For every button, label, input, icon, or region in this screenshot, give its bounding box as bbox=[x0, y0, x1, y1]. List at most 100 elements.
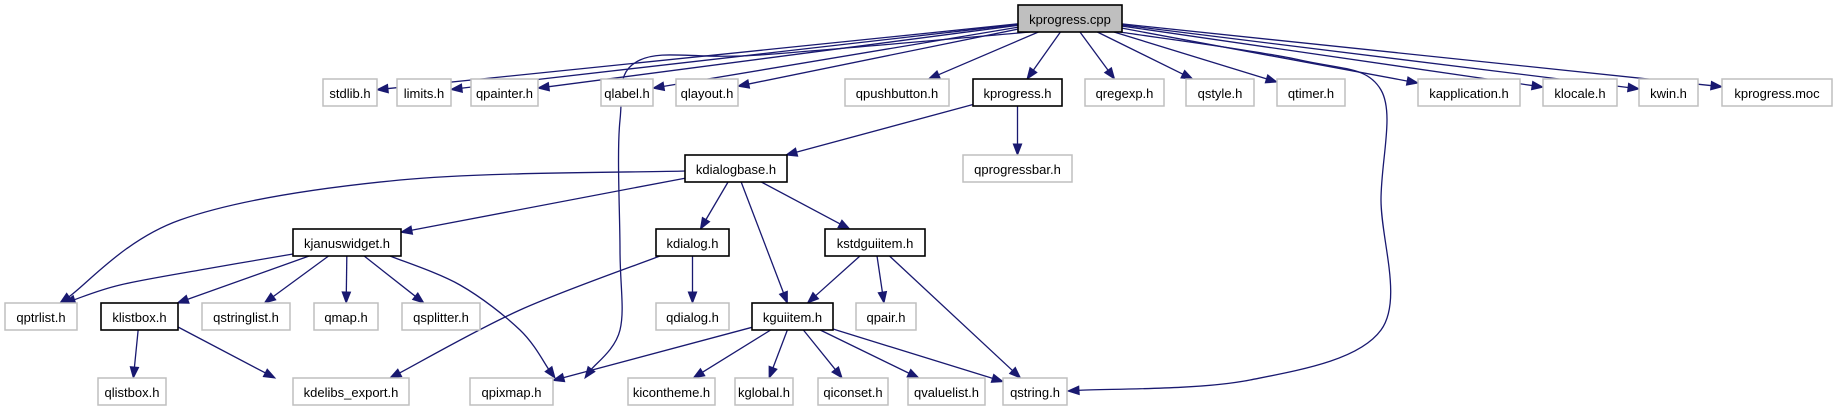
node-box[interactable] bbox=[684, 154, 788, 183]
edge-line bbox=[701, 329, 772, 374]
node-qlayout-h: qlayout.h bbox=[675, 78, 739, 107]
node-box[interactable] bbox=[100, 302, 179, 331]
node-label: kglobal.h bbox=[738, 385, 790, 400]
node-label: kwin.h bbox=[1650, 86, 1687, 101]
node-kdialog-h[interactable]: kdialog.h bbox=[655, 228, 730, 257]
node-label: kprogress.moc bbox=[1734, 86, 1820, 101]
edge-line bbox=[662, 26, 1019, 88]
node-qpair-h: qpair.h bbox=[855, 302, 917, 331]
node-stdlib-h: stdlib.h bbox=[322, 78, 378, 107]
node-box bbox=[855, 302, 917, 331]
node-box[interactable] bbox=[655, 228, 730, 257]
node-box[interactable] bbox=[824, 228, 926, 257]
node-label: qstringlist.h bbox=[213, 310, 279, 325]
node-box bbox=[1084, 78, 1165, 107]
node-box[interactable] bbox=[751, 302, 834, 331]
arrowhead-icon bbox=[262, 368, 277, 379]
node-box bbox=[396, 78, 452, 107]
edge-kjanuswidget-h-to-klistbox-h bbox=[176, 255, 310, 304]
node-qpushbutton-h: qpushbutton.h bbox=[844, 78, 950, 107]
node-box bbox=[401, 302, 481, 331]
arrowhead-icon bbox=[1626, 82, 1641, 93]
node-qstyle-h: qstyle.h bbox=[1185, 78, 1255, 107]
arrowhead-icon bbox=[411, 292, 425, 304]
node-label: qprogressbar.h bbox=[974, 162, 1061, 177]
edge-kjanuswidget-h-to-qstringlist-h bbox=[263, 255, 329, 304]
node-box bbox=[734, 377, 794, 406]
edge-kdialogbase-h-to-kstdguiitem-h bbox=[761, 181, 851, 230]
node-kstdguiitem-h[interactable]: kstdguiitem.h bbox=[824, 228, 926, 257]
node-kapplication-h: kapplication.h bbox=[1417, 78, 1521, 107]
edge-kdialogbase-h-to-kdialog-h bbox=[699, 181, 729, 231]
edge-line bbox=[795, 103, 974, 154]
node-kguiitem-h[interactable]: kguiitem.h bbox=[751, 302, 834, 331]
node-label: qtimer.h bbox=[1288, 86, 1334, 101]
arrowhead-icon bbox=[768, 365, 778, 380]
edge-kprogress-cpp-to-kapplication-h bbox=[1121, 27, 1420, 86]
edge-kprogress-cpp-to-qregexp-h bbox=[1079, 31, 1116, 81]
edge-klistbox-h-to-kdelibs-export-h bbox=[177, 326, 277, 379]
node-klistbox-h[interactable]: klistbox.h bbox=[100, 302, 179, 331]
edge-line bbox=[547, 24, 1019, 88]
node-box bbox=[1417, 78, 1521, 107]
edge-line bbox=[1121, 24, 1630, 89]
edge-kguiitem-h-to-kicontheme-h bbox=[692, 329, 772, 379]
node-box bbox=[675, 78, 739, 107]
node-box bbox=[201, 302, 291, 331]
node-label: limits.h bbox=[404, 86, 444, 101]
arrowhead-icon bbox=[831, 365, 843, 380]
node-box bbox=[322, 78, 378, 107]
edge-klistbox-h-to-qlistbox-h bbox=[129, 329, 140, 380]
node-box bbox=[600, 78, 654, 107]
node-kprogress-cpp[interactable]: kprogress.cpp bbox=[1017, 4, 1123, 33]
arrowhead-icon bbox=[1012, 143, 1023, 157]
node-label: qstyle.h bbox=[1198, 86, 1243, 101]
node-qtimer-h: qtimer.h bbox=[1276, 78, 1346, 107]
arrowhead-icon bbox=[388, 368, 403, 379]
node-label: kstdguiitem.h bbox=[837, 236, 914, 251]
edge-line bbox=[272, 255, 329, 298]
node-qdialog-h: qdialog.h bbox=[655, 302, 730, 331]
node-qpainter-h: qpainter.h bbox=[470, 78, 539, 107]
node-label: kjanuswidget.h bbox=[304, 236, 390, 251]
edge-kprogress-cpp-to-qpushbutton-h bbox=[927, 31, 1039, 80]
edge-line bbox=[747, 28, 1019, 85]
edge-kprogress-cpp-to-qpainter-h bbox=[536, 24, 1019, 92]
node-label: qpainter.h bbox=[476, 86, 533, 101]
arrowhead-icon bbox=[449, 83, 463, 93]
edge-kdialog-h-to-qdialog-h bbox=[687, 256, 698, 305]
edge-kjanuswidget-h-to-qpixmap-h bbox=[389, 255, 556, 380]
node-box bbox=[292, 377, 410, 406]
node-box bbox=[97, 377, 167, 406]
node-label: qlabel.h bbox=[604, 86, 650, 101]
edge-line bbox=[1121, 25, 1534, 87]
node-box bbox=[1185, 78, 1255, 107]
node-label: kdialog.h bbox=[666, 236, 718, 251]
node-box[interactable] bbox=[1017, 4, 1123, 33]
node-qregexp-h: qregexp.h bbox=[1084, 78, 1165, 107]
edge-kstdguiitem-h-to-kguiitem-h bbox=[806, 255, 861, 304]
arrowhead-icon bbox=[692, 367, 706, 379]
node-kjanuswidget-h[interactable]: kjanuswidget.h bbox=[292, 228, 402, 257]
node-qptrlist-h: qptrlist.h bbox=[4, 302, 78, 331]
arrowhead-icon bbox=[1103, 66, 1116, 81]
edge-line bbox=[1079, 31, 1110, 72]
edge-line bbox=[73, 253, 294, 301]
edge-line bbox=[1113, 31, 1268, 80]
arrowhead-icon bbox=[651, 81, 666, 92]
node-box[interactable] bbox=[972, 78, 1063, 107]
node-box[interactable] bbox=[292, 228, 402, 257]
node-qprogressbar-h: qprogressbar.h bbox=[962, 154, 1073, 183]
node-label: qpushbutton.h bbox=[856, 86, 938, 101]
edge-line bbox=[1077, 31, 1392, 392]
edge-kprogress-cpp-to-qlabel-h bbox=[651, 26, 1019, 92]
edge-kdialogbase-h-to-kguiitem-h bbox=[740, 181, 788, 305]
arrowhead-icon bbox=[1180, 69, 1194, 80]
edge-line bbox=[802, 329, 837, 371]
edge-line bbox=[1097, 31, 1184, 76]
node-label: kdelibs_export.h bbox=[304, 385, 399, 400]
node-qvaluelist-h: qvaluelist.h bbox=[907, 377, 986, 406]
edge-line bbox=[562, 326, 753, 379]
node-kprogress-h[interactable]: kprogress.h bbox=[972, 78, 1063, 107]
node-kdialogbase-h[interactable]: kdialogbase.h bbox=[684, 154, 788, 183]
